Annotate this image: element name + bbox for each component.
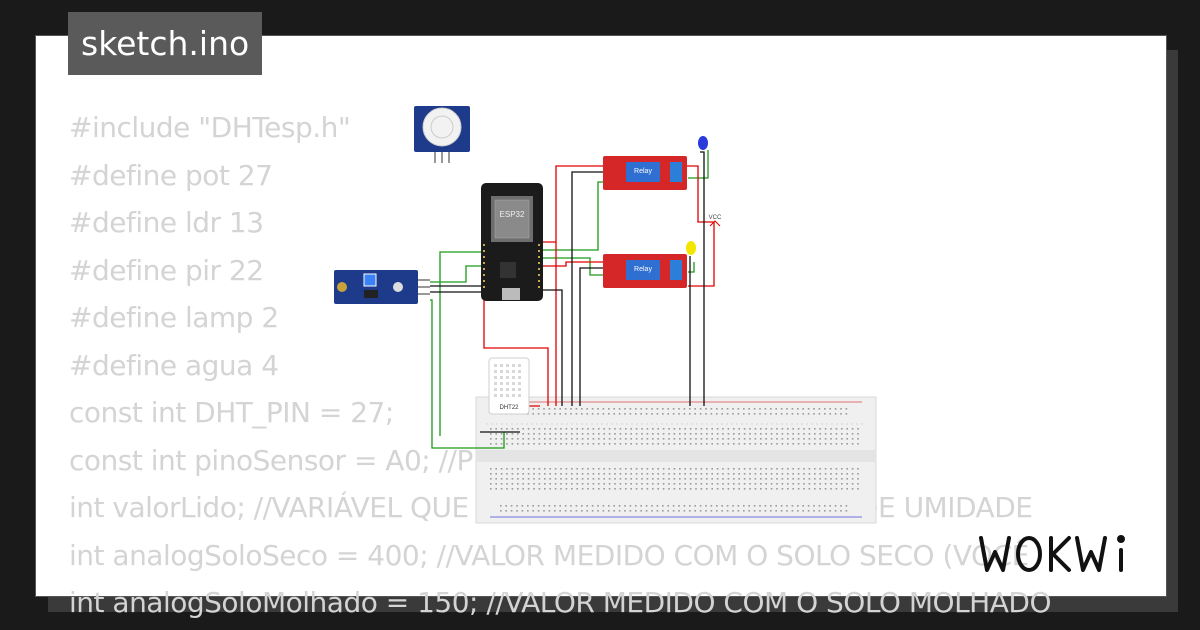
svg-text:DHT22: DHT22: [499, 405, 519, 411]
esp32-label: ESP32: [500, 210, 525, 219]
code-line: #define pot 27: [69, 158, 273, 192]
relay-module-1[interactable]: Relay: [603, 156, 687, 190]
relay-2-label: Relay: [634, 266, 652, 273]
code-line: #define agua 4: [69, 348, 279, 382]
code-line: int analogSoloSeco = 400; //VALOR MEDIDO…: [69, 538, 1029, 572]
relay-module-2[interactable]: Relay: [603, 254, 687, 288]
ldr-module[interactable]: [334, 270, 430, 304]
esp32-board[interactable]: ESP32: [481, 183, 543, 301]
relay-1-label: Relay: [634, 168, 652, 175]
pir-sensor[interactable]: [414, 106, 470, 163]
code-line: int analogSoloMolhado = 150; //VALOR MED…: [69, 586, 1051, 619]
vcc-symbol: VCC: [709, 215, 722, 227]
code-card: #include "DHTesp.h" #define pot 27 #defi…: [35, 35, 1167, 619]
wokwi-logo: [979, 535, 1125, 572]
yellow-led[interactable]: [686, 241, 696, 255]
code-line: #define pir 22: [69, 253, 264, 287]
code-line: #define ldr 13: [69, 206, 264, 239]
svg-text:VCC: VCC: [709, 215, 722, 221]
code-line: const int DHT_PIN = 27;: [69, 396, 394, 429]
wires: [430, 150, 715, 449]
breadboard[interactable]: [475, 396, 877, 524]
code-line: #include "DHTesp.h": [69, 111, 351, 144]
code-line: #define lamp 2: [69, 301, 279, 334]
blue-led[interactable]: [698, 136, 708, 150]
sketch-filename-tab[interactable]: sketch.ino: [68, 12, 263, 75]
dht22-sensor[interactable]: DHT22: [488, 357, 530, 415]
